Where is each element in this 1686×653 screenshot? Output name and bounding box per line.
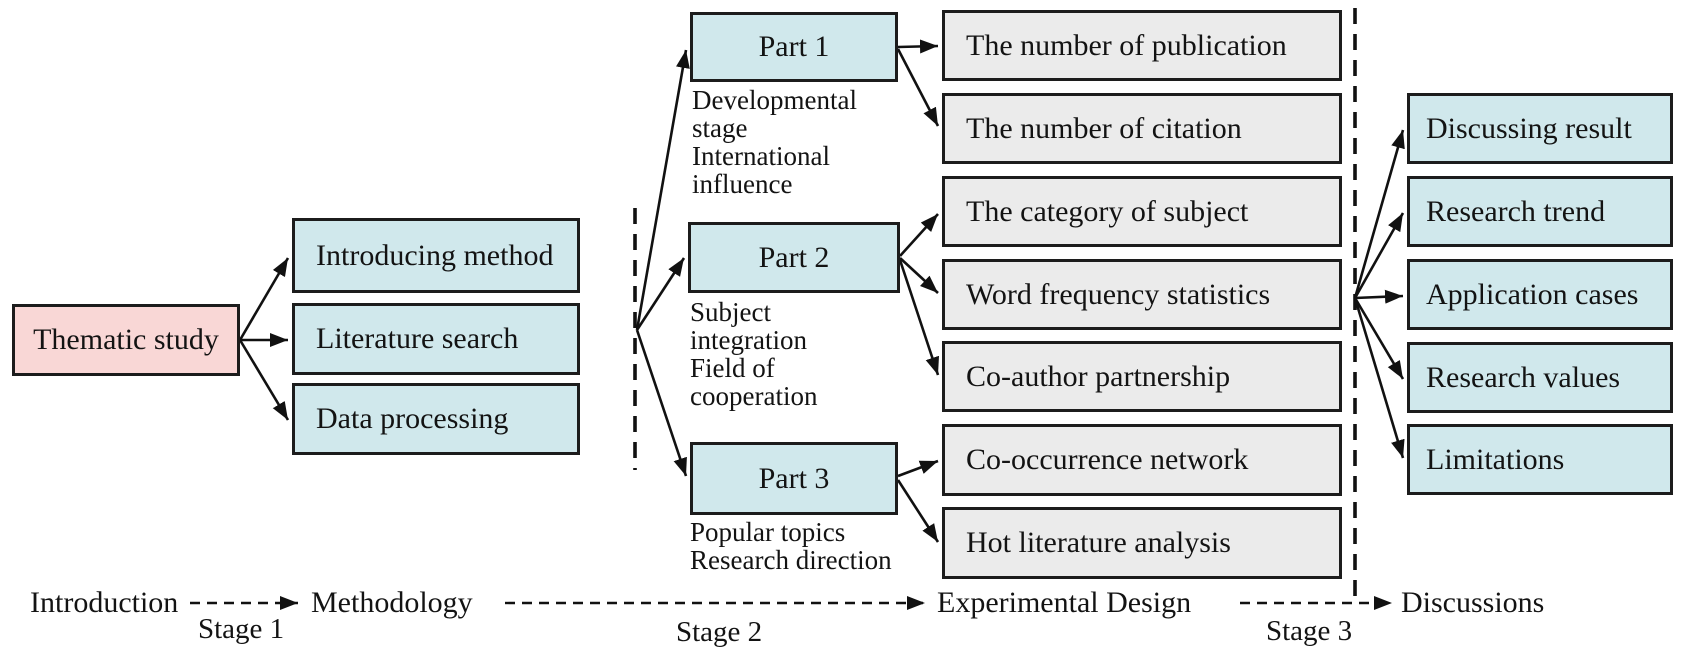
arrow-root-to-data-processing [238, 339, 290, 421]
box-part-1: Part 1 [690, 12, 898, 82]
box-word-frequency-statistics: Word frequency statistics [942, 259, 1342, 330]
arrow-fan-to-limitations [1353, 297, 1405, 459]
box-label: The category of subject [966, 194, 1249, 228]
box-application-cases: Application cases [1407, 259, 1673, 330]
arrow-fan-to-research-trend [1353, 212, 1405, 299]
box-label: Part 1 [758, 30, 830, 64]
box-label: Word frequency statistics [966, 277, 1271, 311]
box-label: Co-author partnership [966, 359, 1231, 393]
arrow-root-to-introducing-method [238, 257, 290, 341]
arrow-fan-to-part1 [635, 49, 690, 331]
box-label: Discussing result [1426, 111, 1632, 145]
box-label: Literature search [316, 322, 519, 356]
stage-1-label: Stage 1 [198, 613, 285, 645]
timeline-milestone-experimental-design: Experimental Design [937, 586, 1192, 619]
arrow-part3-to-cooccurrence [897, 459, 939, 478]
box-cooccurrence-network: Co-occurrence network [942, 424, 1342, 496]
box-part-2: Part 2 [688, 222, 900, 293]
box-thematic-study: Thematic study [12, 304, 240, 376]
box-limitations: Limitations [1407, 424, 1673, 495]
box-label: The number of citation [966, 111, 1242, 145]
part-3-sublabel: Popular topics Research direction [690, 517, 892, 576]
arrow-fan-to-part3 [635, 329, 688, 477]
arrow-part3-to-hotliterature [896, 479, 940, 543]
box-number-of-citation: The number of citation [942, 93, 1342, 164]
arrow-fan-to-research-values [1353, 297, 1405, 380]
box-discussing-result: Discussing result [1407, 93, 1673, 164]
box-label: Research trend [1426, 194, 1606, 228]
box-label: Hot literature analysis [966, 526, 1231, 560]
box-label: Part 2 [758, 240, 830, 274]
box-part-3: Part 3 [690, 442, 898, 515]
box-research-trend: Research trend [1407, 176, 1673, 247]
box-label: Part 3 [758, 461, 830, 495]
arrow-part2-to-wordfreq [899, 257, 939, 294]
timeline-milestone-discussions: Discussions [1401, 586, 1545, 619]
box-label: The number of publication [966, 28, 1287, 62]
box-label: Thematic study [33, 323, 219, 357]
box-coauthor-partnership: Co-author partnership [942, 341, 1342, 412]
box-data-processing: Data processing [292, 383, 580, 455]
arrow-fan-to-application-cases [1354, 289, 1404, 304]
part-1-sublabel: Developmental stage International influe… [692, 85, 857, 200]
box-hot-literature-analysis: Hot literature analysis [942, 507, 1342, 579]
box-literature-search: Literature search [292, 303, 580, 375]
box-label: Introducing method [316, 238, 554, 272]
stage-2-label: Stage 2 [676, 616, 763, 648]
arrow-part1-to-publication [897, 39, 939, 54]
arrow-part1-to-citation [896, 48, 940, 127]
box-label: Application cases [1426, 277, 1639, 311]
arrow-fan-to-part2 [635, 257, 686, 331]
box-number-of-publication: The number of publication [942, 10, 1342, 81]
stage-3-label: Stage 3 [1266, 615, 1353, 647]
arrow-fan-to-discussing-result [1353, 129, 1405, 299]
box-category-of-subject: The category of subject [942, 176, 1342, 247]
part-2-sublabel: Subject integration Field of cooperation [690, 297, 818, 412]
box-label: Data processing [316, 402, 509, 436]
timeline-milestone-methodology: Methodology [311, 586, 473, 619]
arrow-part2-to-coauthor [898, 259, 940, 376]
arrow-part2-to-category [899, 213, 939, 257]
box-label: Research values [1426, 360, 1621, 394]
box-label: Limitations [1426, 442, 1565, 476]
box-research-values: Research values [1407, 342, 1673, 413]
timeline-milestone-introduction: Introduction [30, 586, 179, 619]
box-introducing-method: Introducing method [292, 218, 580, 293]
box-label: Co-occurrence network [966, 443, 1249, 477]
